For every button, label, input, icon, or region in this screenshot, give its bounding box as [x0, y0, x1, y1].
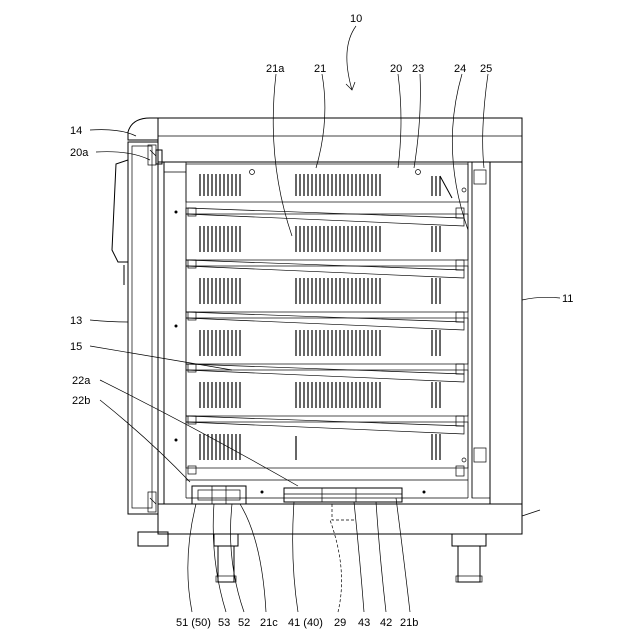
label-24: 24: [454, 63, 466, 75]
drain-pipe: [332, 504, 354, 520]
evaporator-unit: [284, 488, 402, 502]
label-42: 42: [380, 617, 392, 629]
label-21: 21: [314, 63, 326, 75]
door: [112, 142, 158, 514]
label-13: 13: [70, 315, 82, 327]
label-21a: 21a: [266, 63, 285, 75]
top-vent-panel: [186, 164, 468, 202]
label-43: 43: [358, 617, 370, 629]
label-25: 25: [480, 63, 492, 75]
label-51-50: 51 (50): [176, 617, 211, 629]
bottom-tray: [186, 480, 468, 498]
label-21c: 21c: [260, 617, 278, 629]
label-11: 11: [562, 293, 573, 305]
label-22b: 22b: [72, 395, 90, 407]
label-20: 20: [390, 63, 402, 75]
label-20a: 20a: [70, 147, 89, 159]
shelf-3: [186, 312, 468, 364]
label-53: 53: [218, 617, 230, 629]
legs: [138, 510, 540, 582]
label-52: 52: [238, 617, 250, 629]
label-21b: 21b: [400, 617, 418, 629]
shelf-1: [186, 208, 468, 260]
label-10: 10: [350, 13, 362, 25]
label-41-40: 41 (40): [288, 617, 323, 629]
label-22a: 22a: [72, 375, 91, 387]
label-15: 15: [70, 341, 82, 353]
shelf-4: [186, 364, 468, 416]
shelf-5: [186, 416, 468, 476]
label-14: 14: [70, 125, 82, 137]
reference-labels: 10 21a 21 20 23 24 25 14 20a 11 13 15 22…: [70, 13, 573, 629]
label-29: 29: [334, 617, 346, 629]
door-top-cap: [128, 118, 158, 140]
fan-unit: [192, 486, 246, 504]
shelf-2: [186, 260, 468, 312]
label-23: 23: [412, 63, 424, 75]
right-duct: [440, 162, 490, 498]
